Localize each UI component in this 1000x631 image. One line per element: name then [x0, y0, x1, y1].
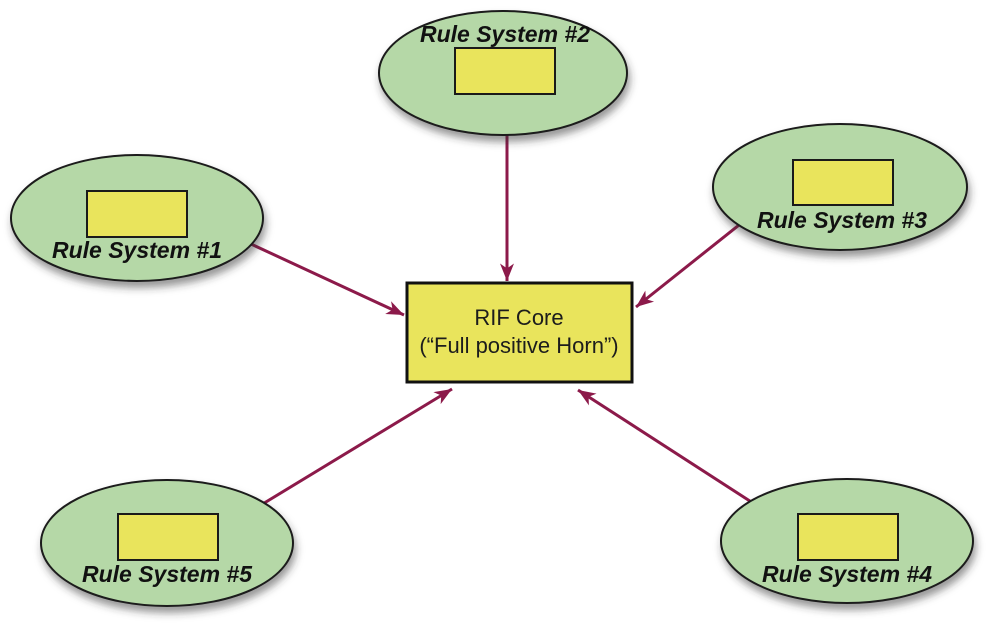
rule-system-3-box	[792, 159, 894, 206]
rule-system-3-label: Rule System #3	[757, 207, 927, 233]
node-rule-system-2: Rule System #2	[378, 10, 628, 136]
rule-system-1-box	[86, 190, 188, 238]
node-rule-system-1: Rule System #1	[10, 154, 264, 282]
rule-system-4-box	[797, 513, 899, 561]
rif-core-box	[405, 281, 634, 384]
rif-core-title: RIF Core	[474, 305, 563, 330]
rif-core-subtitle: (“Full positive Horn”)	[419, 333, 618, 358]
rule-system-5-label: Rule System #5	[82, 561, 253, 587]
rule-system-2-label: Rule System #2	[420, 21, 590, 47]
node-rule-system-3: Rule System #3	[712, 123, 968, 251]
node-rule-system-5: Rule System #5	[40, 479, 294, 607]
node-rif-core: RIF Core (“Full positive Horn”)	[405, 281, 634, 384]
arrow-rule-system-5-core	[227, 387, 453, 527]
rule-system-1-label: Rule System #1	[52, 237, 222, 263]
node-rule-system-4: Rule System #4	[720, 478, 974, 604]
rule-system-4-label: Rule System #4	[762, 561, 932, 587]
rule-system-2-box	[454, 47, 556, 95]
rule-system-5-box	[117, 513, 219, 561]
